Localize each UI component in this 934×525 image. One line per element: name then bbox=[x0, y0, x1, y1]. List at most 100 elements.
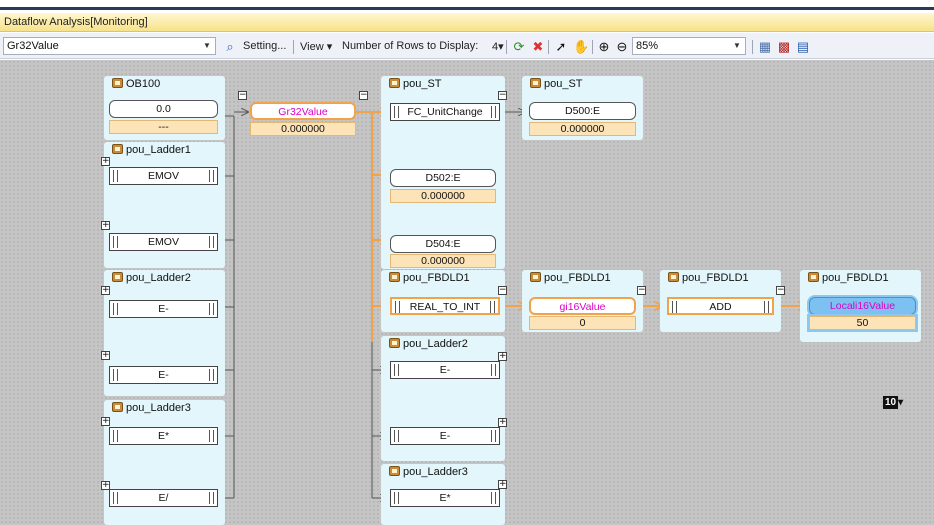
gi16value-node[interactable]: gi16Value bbox=[529, 297, 636, 315]
program-icon bbox=[389, 78, 400, 88]
window-titlebar: Dataflow Analysis[Monitoring] bbox=[0, 13, 934, 32]
toolbar-separator bbox=[752, 40, 753, 54]
program-icon bbox=[112, 402, 123, 412]
d500-node[interactable]: D500:E bbox=[529, 102, 636, 120]
expand-icon[interactable]: + bbox=[101, 480, 110, 490]
toolbar-separator bbox=[548, 40, 549, 54]
graph-layout-icon[interactable]: ▦ bbox=[758, 39, 772, 54]
panel-header: pou_FBDLD1 bbox=[668, 272, 749, 286]
expand-icon[interactable]: + bbox=[498, 479, 507, 489]
panel-pou-fbdld1-b: pou_FBDLD1 gi16Value 0 bbox=[522, 270, 643, 332]
monitor-badge[interactable]: 10▾ bbox=[883, 396, 904, 409]
panel-title: pou_Ladder3 bbox=[403, 466, 468, 478]
function-block[interactable]: EMOV bbox=[109, 167, 218, 185]
view-menu-label: View bbox=[300, 41, 324, 53]
panel-title: pou_ST bbox=[544, 78, 583, 90]
panel-pou-ladder1: pou_Ladder1 EMOV EMOV bbox=[104, 142, 225, 268]
zoom-combobox[interactable]: 85% ▼ bbox=[632, 37, 746, 55]
program-icon bbox=[530, 78, 541, 88]
collapse-icon[interactable]: − bbox=[359, 90, 368, 100]
function-block[interactable]: E/ bbox=[109, 489, 218, 507]
collapse-icon[interactable]: − bbox=[498, 90, 507, 100]
program-icon bbox=[112, 78, 123, 88]
expand-icon[interactable]: + bbox=[101, 156, 110, 166]
panel-pou-fbdld1-c: pou_FBDLD1 ADD bbox=[660, 270, 781, 332]
zoom-in-icon[interactable]: ⊕ bbox=[598, 39, 610, 54]
function-block[interactable]: E- bbox=[390, 361, 500, 379]
window-top-strip bbox=[0, 0, 934, 10]
expand-icon[interactable]: + bbox=[101, 220, 110, 230]
panel-header: pou_FBDLD1 bbox=[808, 272, 889, 286]
function-block[interactable]: E* bbox=[109, 427, 218, 445]
collapse-icon[interactable]: − bbox=[637, 285, 646, 295]
ob100-node[interactable]: 0.0 bbox=[109, 100, 218, 118]
function-block[interactable]: E- bbox=[390, 427, 500, 445]
collapse-icon[interactable]: − bbox=[498, 285, 507, 295]
collapse-icon[interactable]: − bbox=[776, 285, 785, 295]
hand-icon[interactable]: ✋ bbox=[573, 39, 590, 54]
panel-header: pou_Ladder3 bbox=[112, 402, 191, 416]
function-block[interactable]: EMOV bbox=[109, 233, 218, 251]
toolbar: Gr32Value ▼ ⌕ Setting... View ▾ Number o… bbox=[0, 33, 934, 59]
collapse-icon[interactable]: − bbox=[238, 90, 247, 100]
add-block[interactable]: ADD bbox=[667, 297, 774, 315]
graph-export-icon[interactable]: ▩ bbox=[777, 39, 791, 54]
real-to-int-block[interactable]: REAL_TO_INT bbox=[390, 297, 500, 315]
gr32value-value: 0.000000 bbox=[250, 122, 356, 136]
panel-title: pou_FBDLD1 bbox=[682, 272, 749, 284]
search-icon[interactable]: ⌕ bbox=[226, 39, 234, 54]
panel-header: pou_Ladder2 bbox=[389, 338, 468, 352]
panel-title: pou_ST bbox=[403, 78, 442, 90]
panel-pou-ladder3-mid: pou_Ladder3 E* bbox=[381, 464, 505, 525]
program-icon bbox=[389, 466, 400, 476]
panel-pou-ladder3-left: pou_Ladder3 E* E/ bbox=[104, 400, 225, 525]
clear-icon[interactable]: ✖ bbox=[532, 39, 544, 54]
expand-icon[interactable]: + bbox=[498, 351, 507, 361]
view-menu[interactable]: View ▾ bbox=[300, 41, 333, 53]
panel-header: pou_Ladder2 bbox=[112, 272, 191, 286]
function-block[interactable]: E* bbox=[390, 489, 500, 507]
refresh-icon[interactable]: ⟳ bbox=[513, 39, 525, 54]
pointer-icon[interactable]: ➚ bbox=[555, 39, 567, 54]
function-block[interactable]: E- bbox=[109, 366, 218, 384]
locali16value-value: 50 bbox=[809, 316, 916, 330]
monitor-badge-label: 10 bbox=[883, 396, 899, 409]
panel-title: pou_Ladder2 bbox=[403, 338, 468, 350]
dataflow-canvas[interactable]: OB100 0.0 --- pou_Ladder1 EMOV EMOV pou_… bbox=[0, 60, 934, 525]
expand-icon[interactable]: + bbox=[101, 285, 110, 295]
program-icon bbox=[530, 272, 541, 282]
panel-pou-st-a: pou_ST FC_UnitChange D502:E 0.000000 D50… bbox=[381, 76, 505, 269]
panel-header: pou_FBDLD1 bbox=[530, 272, 611, 286]
zoom-out-icon[interactable]: ⊖ bbox=[616, 39, 628, 54]
panel-ob100: OB100 0.0 --- bbox=[104, 76, 225, 140]
expand-icon[interactable]: + bbox=[498, 417, 507, 427]
window-title: Dataflow Analysis[Monitoring] bbox=[4, 16, 148, 28]
d502-node[interactable]: D502:E bbox=[390, 169, 496, 187]
d504-value: 0.000000 bbox=[390, 254, 496, 268]
toolbar-separator bbox=[592, 40, 593, 54]
panel-title: pou_FBDLD1 bbox=[403, 272, 470, 284]
variable-combobox[interactable]: Gr32Value ▼ bbox=[3, 37, 216, 55]
expand-icon[interactable]: + bbox=[101, 416, 110, 426]
panel-title: pou_FBDLD1 bbox=[544, 272, 611, 284]
function-block[interactable]: E- bbox=[109, 300, 218, 318]
chevron-down-icon[interactable]: ▼ bbox=[733, 41, 741, 50]
fc-unitchange-block[interactable]: FC_UnitChange bbox=[390, 103, 500, 121]
panel-pou-ladder2-left: pou_Ladder2 E- E- bbox=[104, 270, 225, 396]
rows-value: 4 bbox=[492, 41, 499, 53]
panel-header: pou_Ladder1 bbox=[112, 144, 191, 158]
setting-button[interactable]: Setting... bbox=[243, 40, 287, 52]
panel-header: pou_FBDLD1 bbox=[389, 272, 470, 286]
variable-combobox-value: Gr32Value bbox=[7, 40, 59, 52]
rows-dropdown[interactable]: 4▾ bbox=[492, 41, 504, 53]
table-view-icon[interactable]: ▤ bbox=[796, 39, 810, 54]
d502-value: 0.000000 bbox=[390, 189, 496, 203]
gr32value-node[interactable]: Gr32Value bbox=[250, 102, 356, 120]
panel-pou-ladder2-mid: pou_Ladder2 E- E- bbox=[381, 336, 505, 461]
locali16value-node[interactable]: Locali16Value bbox=[809, 297, 916, 315]
expand-icon[interactable]: + bbox=[101, 350, 110, 360]
d504-node[interactable]: D504:E bbox=[390, 235, 496, 253]
chevron-down-icon[interactable]: ▼ bbox=[203, 41, 211, 50]
gi16value-value: 0 bbox=[529, 316, 636, 330]
d500-value: 0.000000 bbox=[529, 122, 636, 136]
